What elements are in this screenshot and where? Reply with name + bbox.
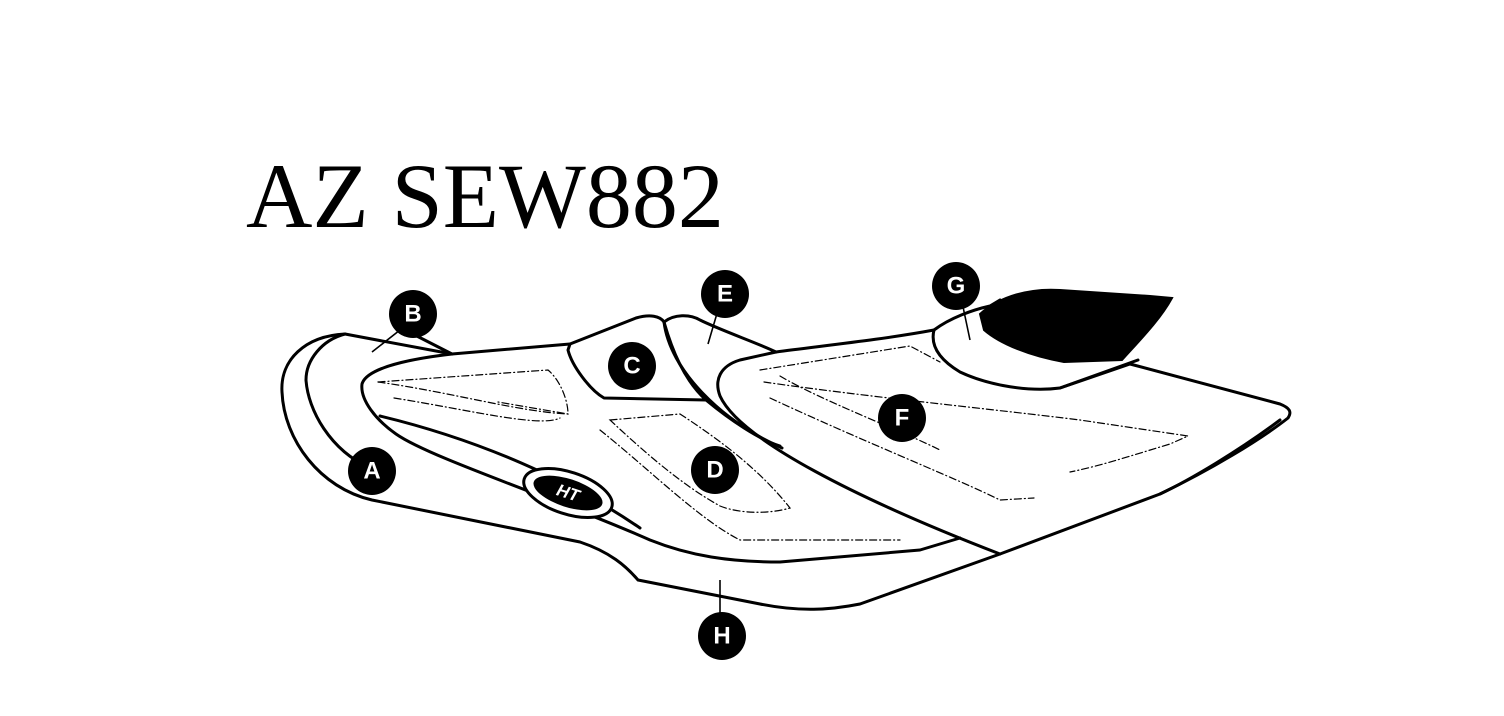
callout-label-h: H bbox=[713, 623, 730, 650]
callout-label-c: C bbox=[623, 353, 640, 380]
model-title: AZ SEW882 bbox=[246, 145, 724, 247]
callout-g: G bbox=[932, 262, 980, 310]
rear-grab-strap bbox=[978, 288, 1174, 364]
callout-label-b: B bbox=[404, 301, 421, 328]
callout-a: A bbox=[348, 447, 396, 495]
callout-label-g: G bbox=[947, 273, 966, 300]
callout-b: B bbox=[389, 290, 437, 338]
callout-f: F bbox=[878, 394, 926, 442]
callout-c: C bbox=[608, 342, 656, 390]
callout-h: H bbox=[698, 612, 746, 660]
seat-outline bbox=[280, 288, 1292, 611]
callout-label-a: A bbox=[363, 458, 380, 485]
callout-label-d: D bbox=[706, 457, 723, 484]
callout-d: D bbox=[691, 446, 739, 494]
stitch-lines bbox=[377, 345, 1191, 541]
callout-label-e: E bbox=[717, 281, 733, 308]
ht-logo-badge: HT bbox=[522, 466, 614, 520]
callout-e: E bbox=[701, 270, 749, 318]
callout-label-f: F bbox=[895, 405, 910, 432]
